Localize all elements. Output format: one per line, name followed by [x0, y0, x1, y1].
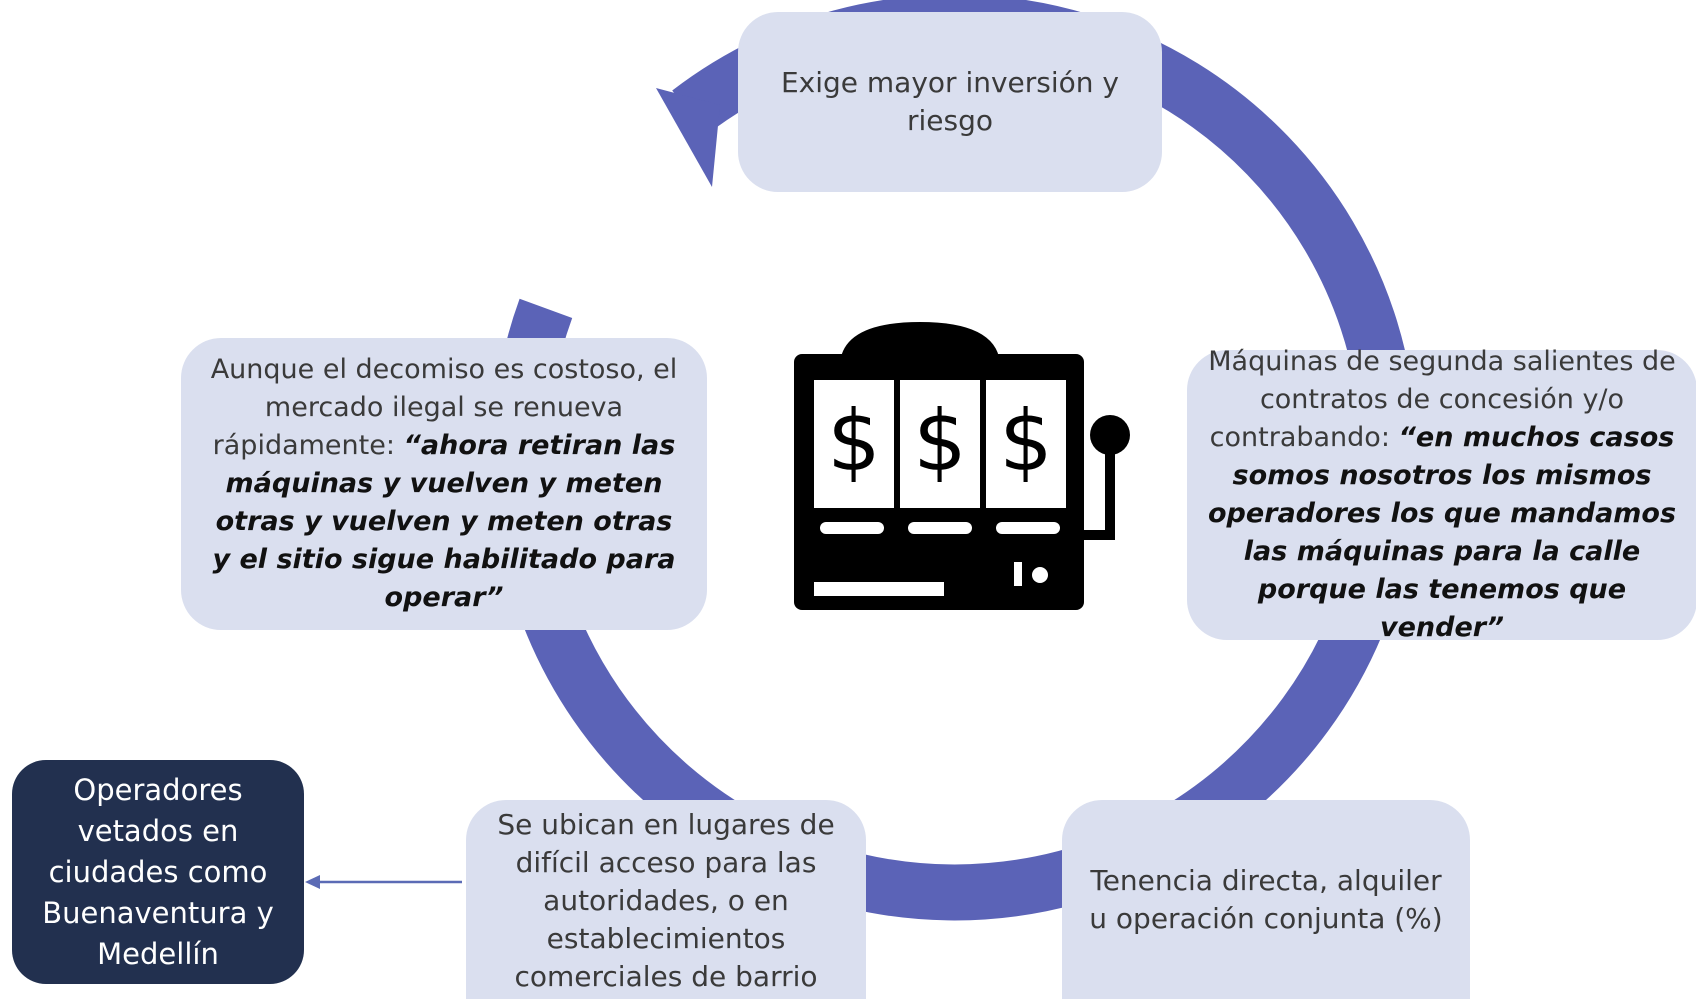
- side-note-text: Operadores vetados en ciudades como Buen…: [42, 772, 274, 971]
- slot-machine-icon: $ $ $: [794, 322, 1130, 610]
- cycle-box-bottom-right-text: Tenencia directa, alquiler u operación c…: [1089, 863, 1443, 935]
- cycle-box-bottom-right: Tenencia directa, alquiler u operación c…: [1062, 800, 1470, 999]
- slot-reel-symbol-3: $: [999, 392, 1052, 490]
- cycle-box-left-quote: “ahora retiran las máquinas y vuelven y …: [212, 430, 676, 613]
- slot-lever-knob: [1090, 415, 1130, 455]
- slot-indicator-1: [820, 522, 884, 534]
- slot-reel-symbol-1: $: [827, 392, 880, 490]
- slot-machine-top: [840, 322, 1000, 362]
- cycle-box-left-text: Aunque el decomiso es costoso, el mercad…: [210, 354, 678, 461]
- cycle-arrowhead: [656, 88, 720, 187]
- side-note-box: Operadores vetados en ciudades como Buen…: [12, 760, 304, 984]
- slot-coin-slot: [1014, 562, 1022, 586]
- slot-indicator-3: [996, 522, 1060, 534]
- slot-button: [1032, 567, 1048, 583]
- connector-arrowhead: [305, 875, 320, 889]
- cycle-box-right-quote: “en muchos casos somos nosotros los mism…: [1207, 422, 1677, 643]
- cycle-box-left: Aunque el decomiso es costoso, el mercad…: [181, 338, 707, 630]
- slot-indicator-2: [908, 522, 972, 534]
- slot-reel-symbol-2: $: [913, 392, 966, 490]
- slot-lever-arm: [1084, 440, 1115, 540]
- cycle-box-top-text: Exige mayor inversión y riesgo: [780, 66, 1120, 137]
- cycle-box-bottom-left: Se ubican en lugares de difícil acceso p…: [466, 800, 866, 999]
- cycle-box-top: Exige mayor inversión y riesgo: [738, 12, 1162, 192]
- slot-reel-3: [986, 380, 1066, 508]
- slot-reel-1: [814, 380, 894, 508]
- cycle-box-right: Máquinas de segunda salientes de contrat…: [1187, 346, 1696, 643]
- cycle-box-bottom-left-text: Se ubican en lugares de difícil acceso p…: [497, 808, 835, 993]
- slot-reel-2: [900, 380, 980, 508]
- slot-coin-tray: [814, 582, 944, 596]
- cycle-box-right-text: Máquinas de segunda salientes de contrat…: [1208, 346, 1676, 453]
